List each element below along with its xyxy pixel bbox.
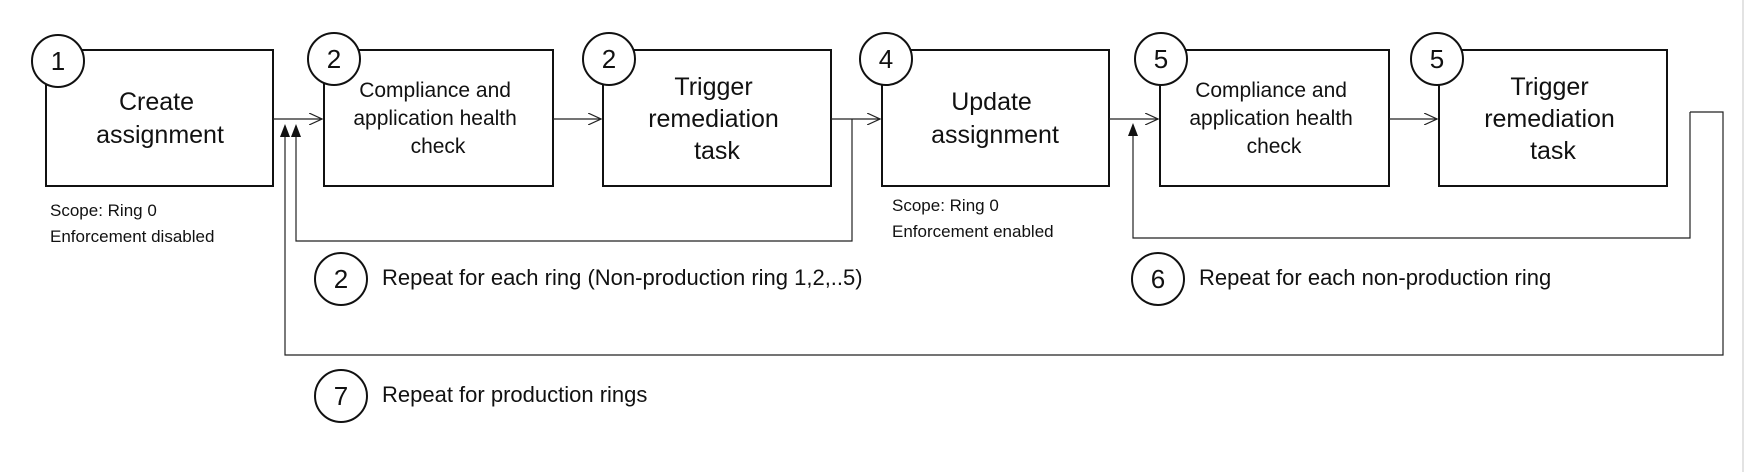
step-compliance-check-2: Compliance and application health check — [1159, 49, 1390, 187]
note-update-assignment: Scope: Ring 0 Enforcement enabled — [892, 196, 1054, 241]
loop-legend-non-production: 6 Repeat for each non-production ring — [1131, 252, 1551, 306]
svg-text:5: 5 — [1154, 44, 1168, 74]
svg-text:2: 2 — [334, 264, 348, 294]
svg-text:5: 5 — [1430, 44, 1444, 74]
note-create-assignment: Scope: Ring 0 Enforcement disabled — [50, 201, 214, 246]
svg-text:Repeat for each non-production: Repeat for each non-production ring — [1199, 265, 1551, 290]
svg-text:7: 7 — [334, 381, 348, 411]
svg-text:4: 4 — [879, 44, 893, 74]
step-badge-2b: 2 — [582, 32, 636, 86]
svg-text:Compliance and applicati: Compliance and application health check — [353, 79, 522, 158]
loop-line-non-production — [1132, 112, 1691, 239]
svg-text:2: 2 — [327, 44, 341, 74]
svg-text:1: 1 — [51, 46, 65, 76]
page-edge — [1742, 0, 1744, 472]
step-create-assignment: Create assignment — [45, 49, 274, 187]
loop-line-production — [284, 111, 1724, 356]
step-compliance-check-1: Compliance and application health check — [323, 49, 554, 187]
svg-text:Trigger remediation: Trigger remediation task — [1484, 73, 1622, 165]
step-update-assignment: Update assignment — [881, 49, 1110, 187]
loop-legend-ring: 2 Repeat for each ring (Non-production r… — [314, 252, 863, 306]
step-badge-4: 4 — [859, 32, 913, 86]
step-badge-1: 1 — [31, 34, 85, 88]
loop-legend-production: 7 Repeat for production rings — [314, 369, 647, 423]
loop-line-ring — [295, 119, 853, 242]
loop-arrowhead-production — [280, 124, 290, 137]
loop-arrowhead-ring — [291, 124, 301, 137]
svg-text:Update assignment: Update assignment — [931, 88, 1059, 149]
step-trigger-remediation-1: Trigger remediation task — [602, 49, 832, 187]
step-trigger-remediation-2: Trigger remediation task — [1438, 49, 1668, 187]
svg-text:2: 2 — [602, 44, 616, 74]
loop-arrowhead-non-production — [1128, 123, 1138, 136]
svg-text:Repeat for each ring (Non-prod: Repeat for each ring (Non-production rin… — [382, 265, 863, 290]
svg-text:Compliance and applicati: Compliance and application health check — [1189, 79, 1358, 158]
svg-text:6: 6 — [1151, 264, 1165, 294]
svg-text:Create assignment: Create assignment — [96, 88, 224, 149]
svg-text:Repeat for production rings: Repeat for production rings — [382, 382, 647, 407]
step-badge-2: 2 — [307, 32, 361, 86]
svg-text:Trigger remediation: Trigger remediation task — [648, 73, 786, 165]
step-badge-5: 5 — [1134, 32, 1188, 86]
step-badge-5b: 5 — [1410, 32, 1464, 86]
